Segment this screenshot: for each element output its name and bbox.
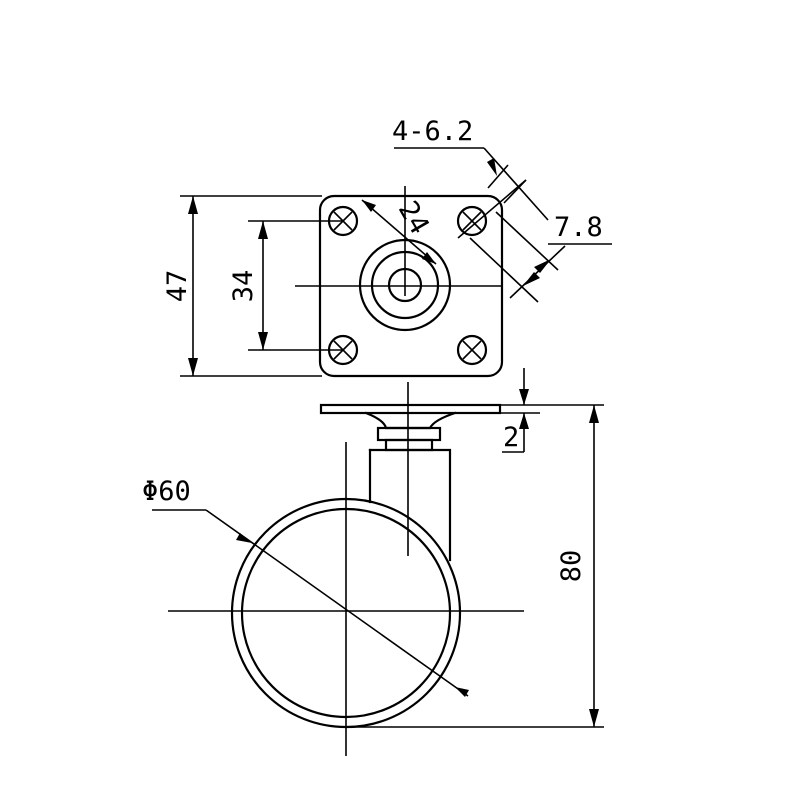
mounting-hole-bottom-right: [456, 334, 488, 366]
dim-34-text: 34: [228, 270, 259, 303]
dim-hole-spec-text: 4-6.2: [392, 116, 473, 147]
dim-phi60-text: Φ60: [142, 476, 191, 507]
dimension-wheel-diameter: Φ60: [142, 476, 469, 697]
dimension-hole-spacing: 7.8: [469, 211, 612, 303]
dim-47-text: 47: [162, 270, 193, 303]
swivel-stem: [384, 438, 434, 452]
caster-side-view: [168, 382, 524, 756]
dimension-total-height: 80: [350, 405, 604, 728]
swivel-race: [376, 426, 442, 442]
dimension-plate-height: 47: [162, 195, 322, 377]
dim-7-8-text: 7.8: [554, 212, 603, 243]
mounting-hole-top-right: [456, 205, 488, 237]
dimension-hole-pitch: 34: [228, 220, 343, 351]
dimension-hole-spec: 4-6.2: [392, 116, 549, 239]
fork-body: [368, 448, 452, 562]
dim-24-text: 24: [392, 196, 435, 240]
swivel-cup: [364, 411, 457, 430]
dimension-plate-thickness: 2: [500, 368, 604, 453]
dim-2-text: 2: [503, 422, 519, 453]
dim-80-text: 80: [556, 550, 587, 583]
plate-side: [319, 403, 502, 415]
